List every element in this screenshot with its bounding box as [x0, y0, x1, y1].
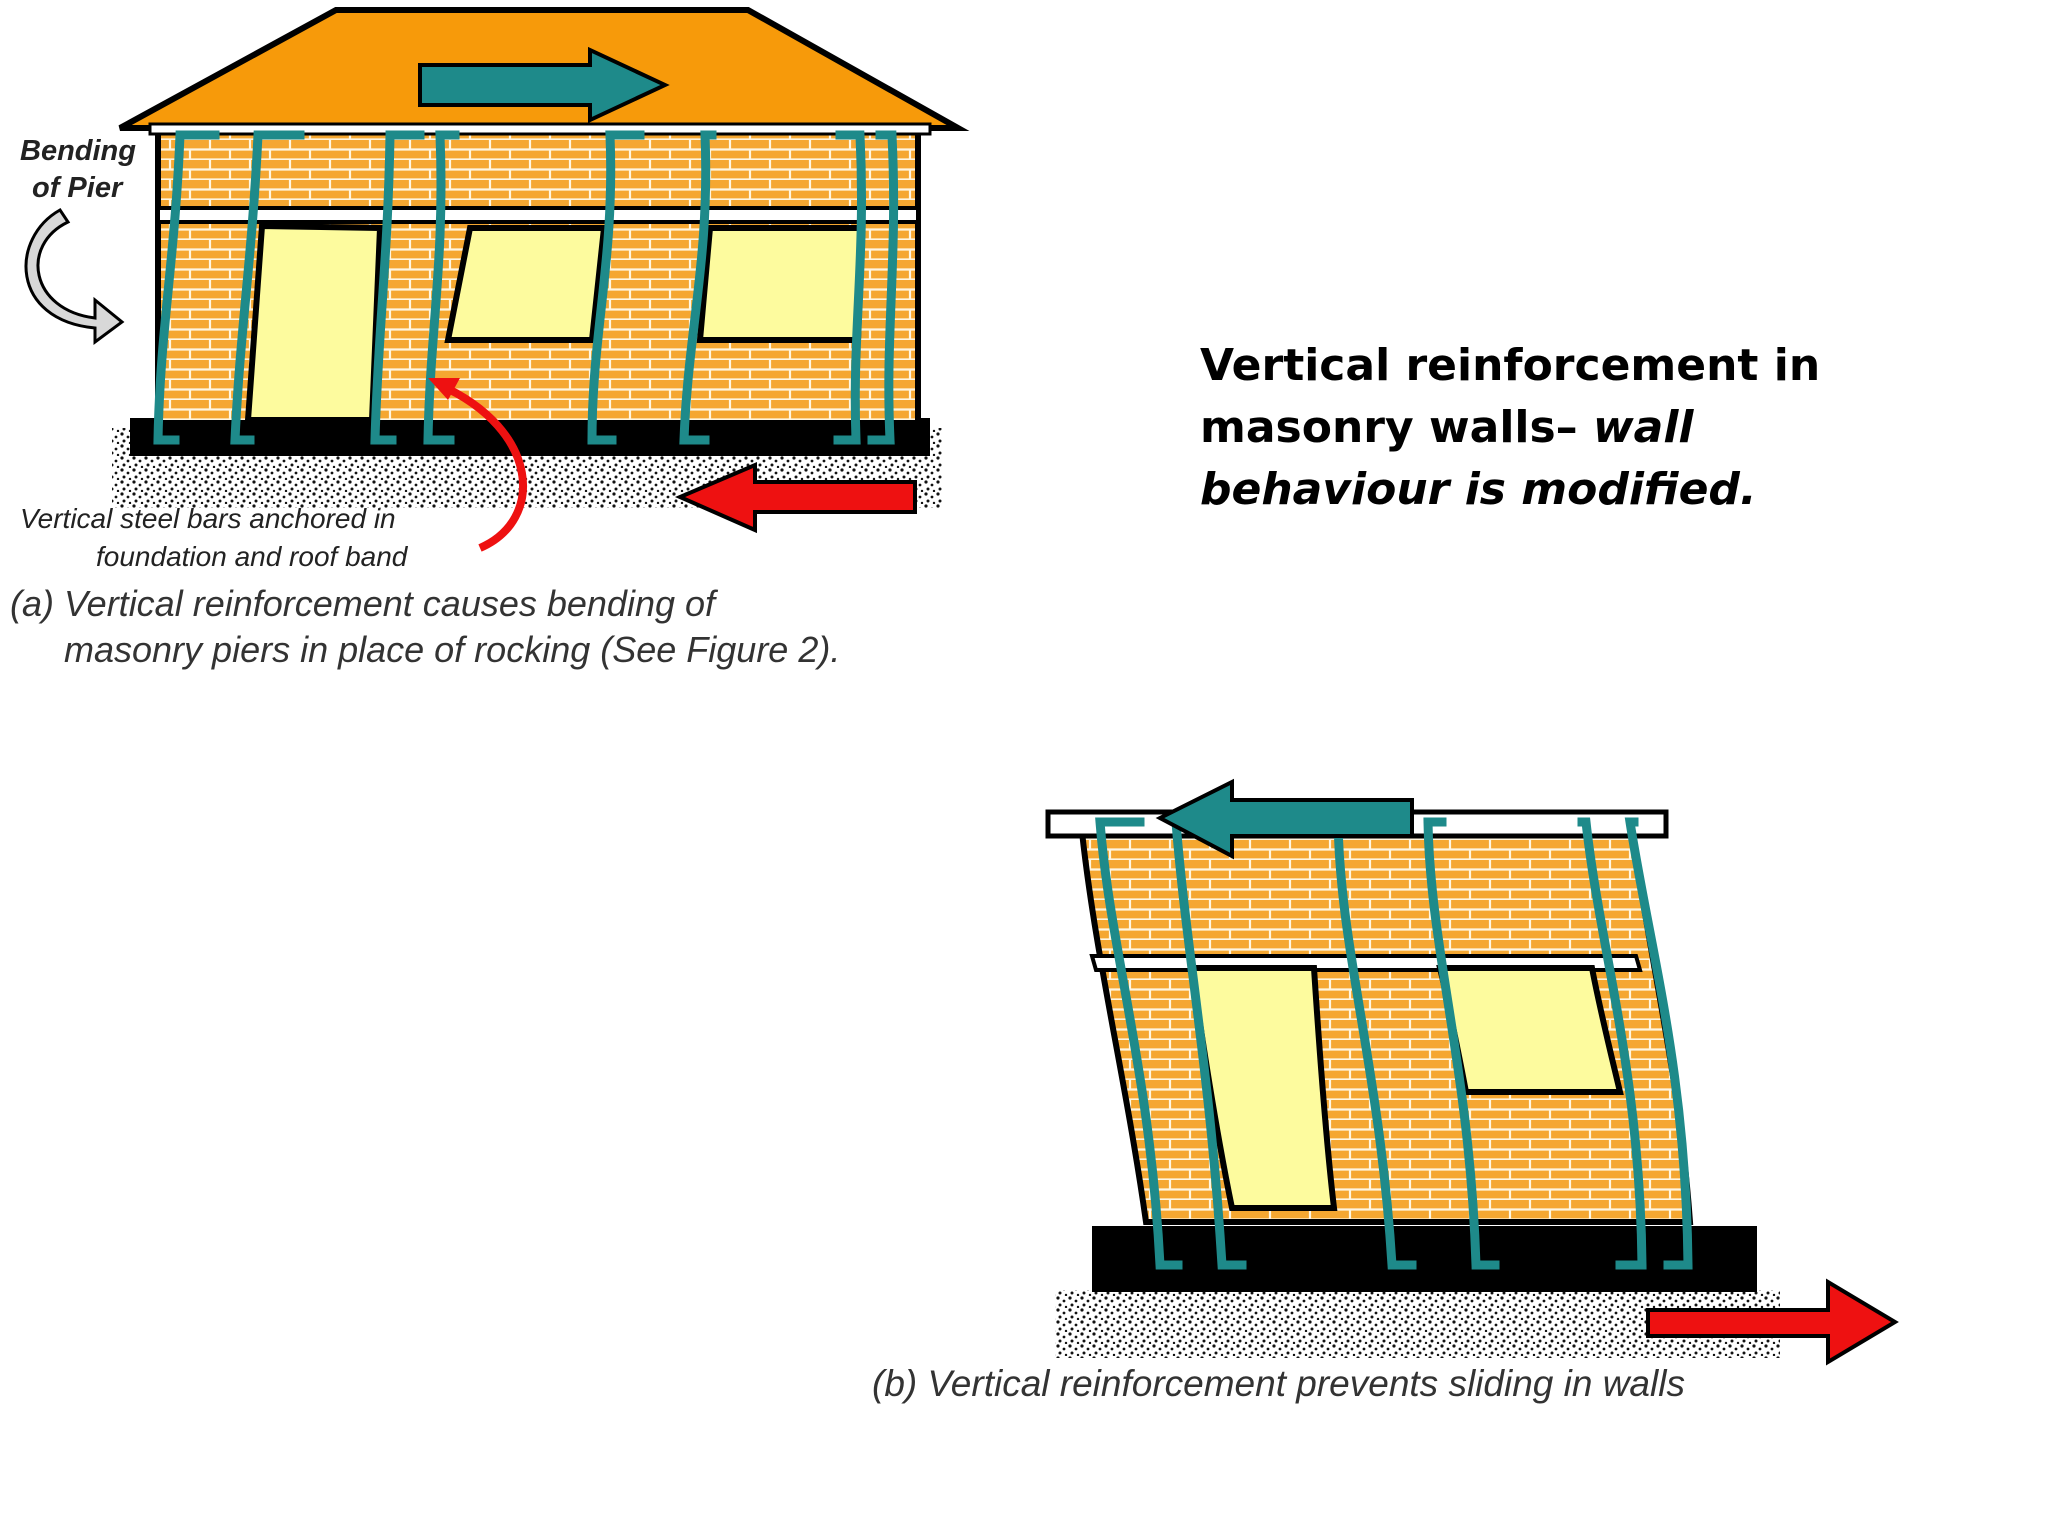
- pointer-arrowhead-icon: [428, 378, 460, 400]
- figure-a: Bending of Pier Vertical steel bars anch…: [10, 7, 970, 670]
- pointer-arrow-icon: [438, 381, 527, 552]
- force-arrow-left-icon: [1155, 778, 1414, 860]
- lintel-band: [156, 206, 920, 224]
- slide-title: Vertical reinforcement in masonry walls–…: [1200, 335, 1900, 521]
- label-bending-line1: Bending: [20, 135, 136, 167]
- vertical-rebars: [1095, 817, 1693, 1270]
- caption-a-line1: (a) Vertical reinforcement causes bendin…: [10, 583, 719, 624]
- roof-band: [148, 122, 932, 136]
- caption-a-line2: masonry piers in place of rocking (See F…: [64, 629, 840, 670]
- force-arrow-left-icon: [674, 461, 917, 534]
- vertical-rebars: [153, 130, 899, 445]
- label-bars-line1: Vertical steel bars anchored in: [20, 503, 396, 534]
- title-part2: wall behaviour is modified.: [1200, 402, 1757, 515]
- caption-b: (b) Vertical reinforcement prevents slid…: [872, 1363, 1685, 1404]
- title-part1: Vertical reinforcement in masonry walls–: [1200, 340, 1821, 453]
- curved-rotation-arrow-icon: [24, 208, 125, 345]
- door-opening: [244, 222, 384, 423]
- force-arrow-right-icon: [1646, 1278, 1899, 1366]
- foundation-block: [1092, 1226, 1757, 1292]
- force-arrow-right-icon: [418, 46, 670, 124]
- label-bending-line2: of Pier: [32, 172, 124, 204]
- window-opening: [696, 225, 866, 343]
- window-opening: [1436, 965, 1624, 1095]
- window-opening: [444, 225, 608, 343]
- label-bars-line2: foundation and roof band: [96, 541, 409, 572]
- figure-b: (b) Vertical reinforcement prevents slid…: [872, 778, 1899, 1404]
